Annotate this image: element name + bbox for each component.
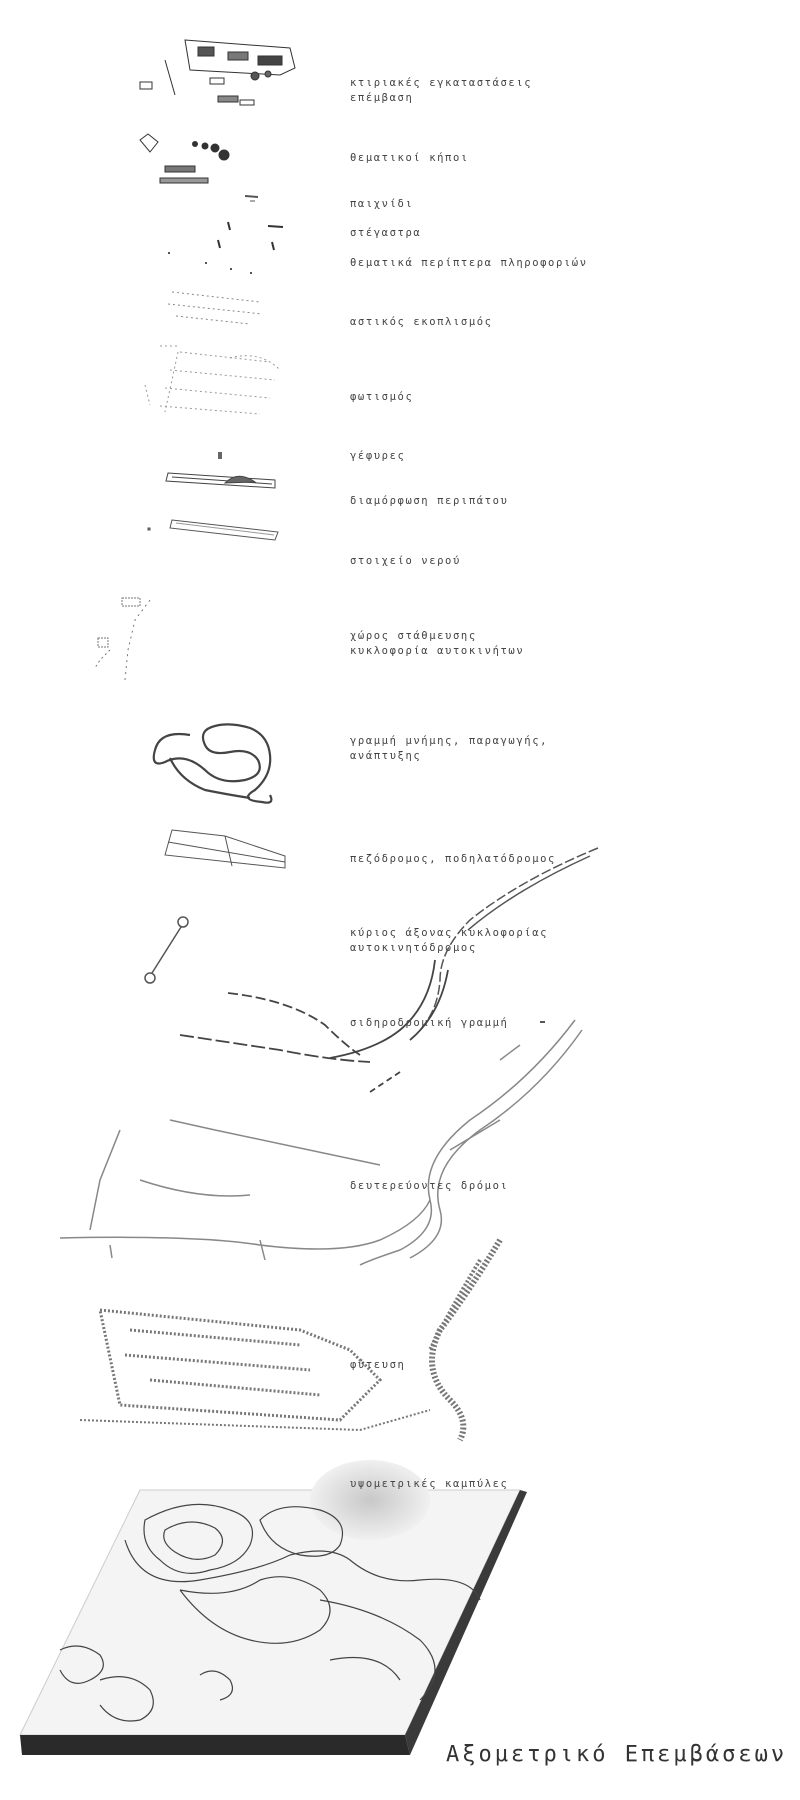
layer-label-gardens-line1: θεματικοί κήποι bbox=[350, 152, 469, 164]
main-axis-layer bbox=[144, 847, 599, 1031]
layer-label-pedestrian: πεζόδρομος, ποδηλατόδρομος bbox=[350, 852, 556, 867]
layer-label-memory-line-line2: ανάπτυξης bbox=[350, 750, 422, 762]
railway-layer bbox=[179, 959, 545, 1093]
layer-label-contours-line1: υψομετρικές καμπύλες bbox=[350, 1478, 509, 1490]
layer-label-promenade-line1: διαμόρφωση περιπάτου bbox=[350, 495, 509, 507]
layer-label-pedestrian-line1: πεζόδρομος, ποδηλατόδρομος bbox=[350, 853, 556, 865]
buildings-layer bbox=[139, 39, 296, 106]
shelters-layer bbox=[217, 221, 284, 251]
layer-label-memory-line: γραμμή μνήμης, παραγωγής, ανάπτυξης bbox=[350, 734, 548, 764]
layer-label-play: παιχνίδι bbox=[350, 197, 413, 212]
play-layer bbox=[244, 195, 259, 202]
pedestrian-layer bbox=[164, 829, 286, 869]
contours-layer bbox=[19, 1460, 527, 1755]
layer-label-lighting-line1: φωτισμός bbox=[350, 391, 414, 403]
layer-label-furniture-line1: αστικός εκοπλισμός bbox=[350, 316, 493, 328]
layer-label-buildings: κτιριακές εγκαταστάσεις επέμβαση bbox=[350, 76, 532, 106]
kiosks-layer bbox=[168, 252, 252, 274]
layer-label-parking-line2: κυκλοφορία αυτοκινήτων bbox=[350, 645, 525, 657]
layer-label-water: στοιχείο νερού bbox=[350, 554, 461, 569]
layer-label-promenade: διαμόρφωση περιπάτου bbox=[350, 494, 508, 509]
layer-label-main-axis-line1: κύριος άξονας κυκλοφορίας bbox=[350, 927, 549, 939]
layer-label-contours: υψομετρικές καμπύλες bbox=[350, 1477, 508, 1492]
layer-label-bridges: γέφυρες bbox=[350, 449, 405, 464]
promenade-layer bbox=[165, 472, 276, 489]
layer-label-main-axis: κύριος άξονας κυκλοφορίας αυτοκινητόδρομ… bbox=[350, 926, 548, 956]
layer-label-lighting: φωτισμός bbox=[350, 390, 413, 405]
layer-label-gardens: θεματικοί κήποι bbox=[350, 151, 469, 166]
parking-layer bbox=[94, 597, 151, 681]
diagram-title: Αξομετρικό Επεμβάσεων bbox=[446, 1742, 788, 1767]
layer-label-water-line1: στοιχείο νερού bbox=[350, 555, 461, 567]
layer-label-parking: χώρος στάθμευσης κυκλοφορία αυτοκινήτων bbox=[350, 629, 524, 659]
layer-label-planting: φύτευση bbox=[350, 1358, 405, 1373]
layer-label-parking-line1: χώρος στάθμευσης bbox=[350, 630, 477, 642]
layer-label-play-line1: παιχνίδι bbox=[350, 198, 414, 210]
lighting-layer bbox=[144, 345, 281, 415]
gardens-layer bbox=[139, 133, 230, 184]
layer-label-kiosks: θεματικά περίπτερα πληροφοριών bbox=[350, 256, 588, 271]
memory-line-layer bbox=[152, 723, 273, 804]
layer-label-railway-line1: σιδηροδρομική γραμμή bbox=[350, 1017, 509, 1029]
layer-label-main-axis-line2: αυτοκινητόδρομος bbox=[350, 942, 477, 954]
layer-label-shelters: στέγαστρα bbox=[350, 226, 421, 241]
layer-label-memory-line-line1: γραμμή μνήμης, παραγωγής, bbox=[350, 735, 549, 747]
water-layer bbox=[147, 519, 279, 541]
bridges-layer bbox=[218, 452, 222, 459]
layer-label-secondary-roads: δευτερεύοντες δρόμοι bbox=[350, 1179, 508, 1194]
layer-label-kiosks-line1: θεματικά περίπτερα πληροφοριών bbox=[350, 257, 588, 269]
secondary-roads-layer bbox=[59, 1019, 583, 1266]
layer-label-secondary-roads-line1: δευτερεύοντες δρόμοι bbox=[350, 1180, 509, 1192]
layer-label-planting-line1: φύτευση bbox=[350, 1359, 406, 1371]
layer-label-bridges-line1: γέφυρες bbox=[350, 450, 406, 462]
layer-label-buildings-line2: επέμβαση bbox=[350, 92, 414, 104]
layer-label-buildings-line1: κτιριακές εγκαταστάσεις bbox=[350, 77, 533, 89]
furniture-layer bbox=[167, 291, 263, 325]
layer-label-shelters-line1: στέγαστρα bbox=[350, 227, 422, 239]
layer-label-furniture: αστικός εκοπλισμός bbox=[350, 315, 493, 330]
layer-label-railway: σιδηροδρομική γραμμή bbox=[350, 1016, 508, 1031]
planting-layer bbox=[79, 1238, 503, 1442]
